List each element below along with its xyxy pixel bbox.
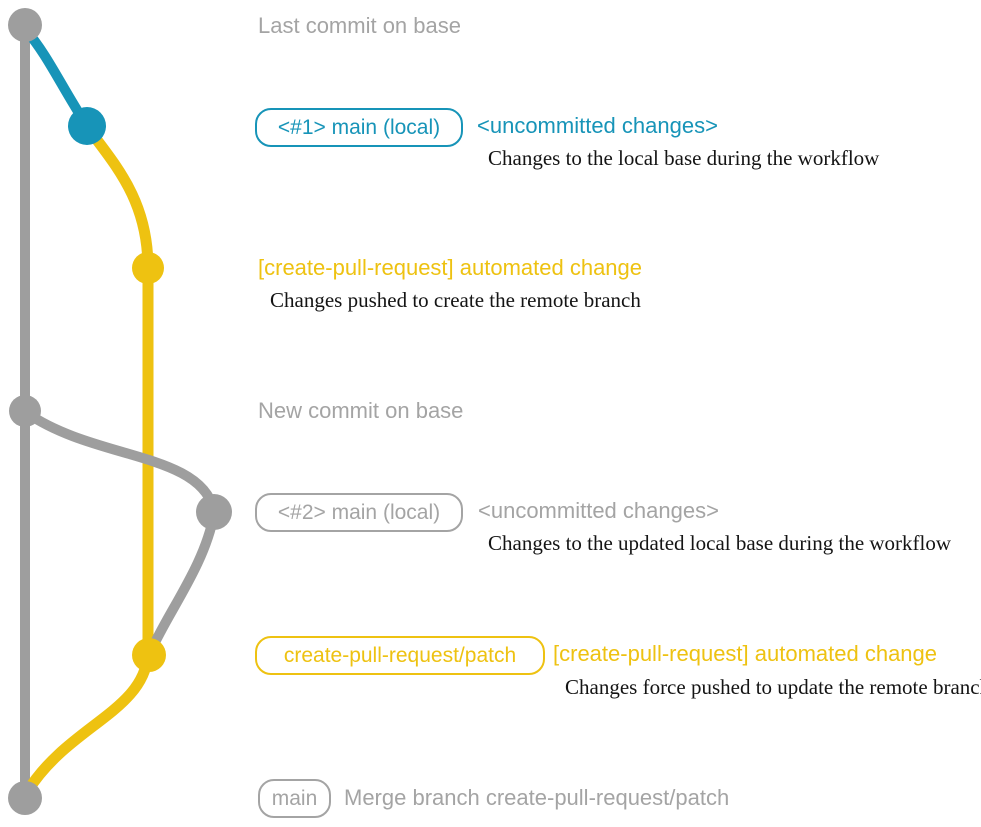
patch-branch-line bbox=[21, 122, 154, 798]
commit-dot-automated-2 bbox=[132, 638, 166, 672]
badge-patch-branch-label: create-pull-request/patch bbox=[283, 643, 517, 667]
heading-automated-change-1: [create-pull-request] automated change bbox=[258, 255, 643, 280]
badge-main-local-2: <#2> main (local) bbox=[255, 493, 463, 532]
detail-automated-change-2: Changes force pushed to update the remot… bbox=[565, 675, 981, 699]
commit-dot-last-base bbox=[8, 8, 42, 42]
detail-automated-change-1: Changes pushed to create the remote bran… bbox=[270, 288, 641, 312]
heading-automated-change-2: [create-pull-request] automated change bbox=[553, 641, 938, 666]
heading-uncommitted-changes-1: <uncommitted changes> bbox=[477, 113, 718, 138]
heading-uncommitted-changes-2: <uncommitted changes> bbox=[478, 498, 719, 523]
label-merge-branch: Merge branch create-pull-request/patch bbox=[344, 785, 730, 810]
badge-main-local-1: <#1> main (local) bbox=[255, 108, 463, 147]
badge-main-local-2-label: <#2> main (local) bbox=[277, 500, 441, 524]
commit-dot-automated-1 bbox=[132, 252, 164, 284]
detail-uncommitted-changes-2: Changes to the updated local base during… bbox=[488, 531, 952, 555]
badge-main-label: main bbox=[271, 786, 318, 810]
commit-dot-new-base bbox=[9, 395, 41, 427]
rebase-line bbox=[146, 509, 219, 656]
label-new-commit-on-base: New commit on base bbox=[258, 398, 464, 423]
commit-dot-merge bbox=[8, 781, 42, 815]
label-last-commit-on-base: Last commit on base bbox=[258, 13, 461, 38]
badge-main: main bbox=[258, 779, 331, 818]
commit-dot-uncommitted-2 bbox=[196, 494, 232, 530]
updated-local-main-line bbox=[22, 408, 219, 515]
detail-uncommitted-changes-1: Changes to the local base during the wor… bbox=[488, 146, 880, 170]
badge-patch-branch: create-pull-request/patch bbox=[255, 636, 545, 675]
commit-dot-uncommitted-1 bbox=[68, 107, 106, 145]
badge-main-local-1-label: <#1> main (local) bbox=[277, 115, 441, 139]
